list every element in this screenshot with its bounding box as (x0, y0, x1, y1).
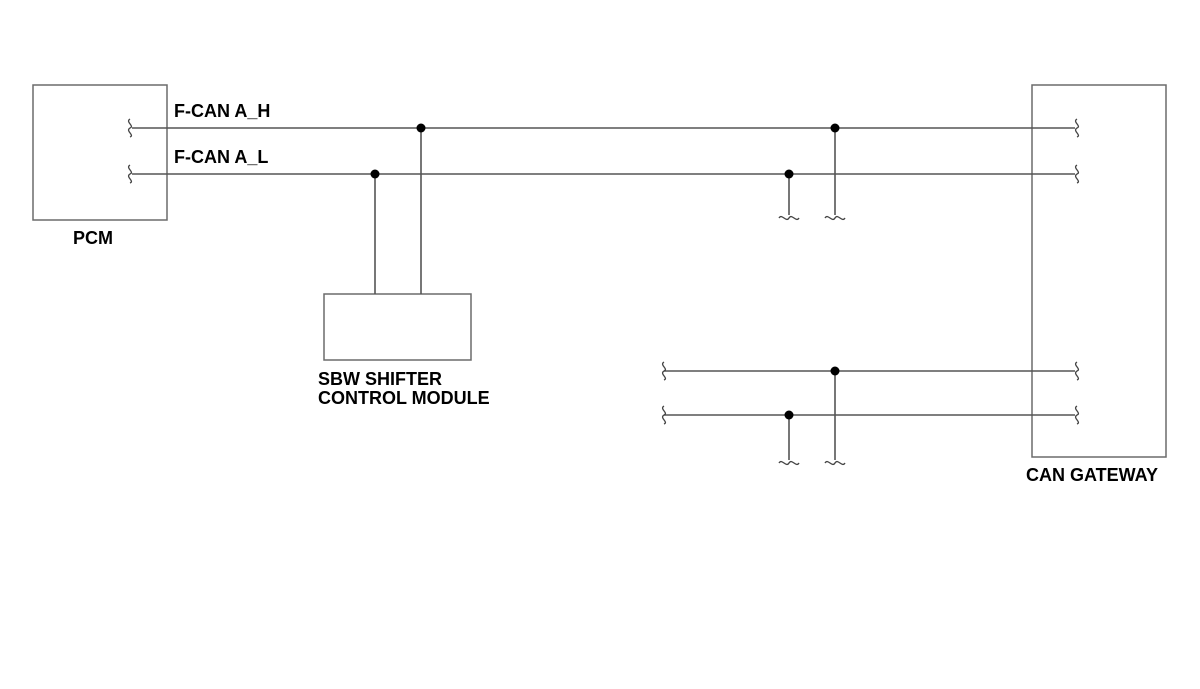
gateway-can-high-connector-icon (1074, 118, 1080, 138)
sbw-module-label-line1: SBW SHIFTER (318, 369, 442, 389)
upper-branch-high-splice-node (830, 123, 840, 133)
upper-branch-low-splice-node (784, 169, 794, 179)
pcm-box (32, 84, 168, 221)
can-high-label: F-CAN A_H (174, 101, 270, 121)
lower-branch-low-connector-icon (778, 460, 800, 466)
upper-branch-high-connector-icon (824, 215, 846, 221)
sbw-high-splice-node (416, 123, 426, 133)
sbw-module-label-line2: CONTROL MODULE (318, 388, 490, 408)
can-gateway-label: CAN GATEWAY (1026, 465, 1158, 485)
lower-branch-high-splice-node (830, 366, 840, 376)
can-low-label: F-CAN A_L (174, 147, 268, 167)
upper-branch-low-connector-icon (778, 215, 800, 221)
lower-bus-high-left-connector-icon (661, 361, 667, 381)
gateway-can-low-connector-icon (1074, 164, 1080, 184)
gateway-lower-low-connector-icon (1074, 405, 1080, 425)
lower-bus-low-left-connector-icon (661, 405, 667, 425)
sbw-shifter-module-box (323, 293, 472, 361)
lower-branch-low-splice-node (784, 410, 794, 420)
lower-branch-high-connector-icon (824, 460, 846, 466)
pcm-label: PCM (73, 228, 113, 248)
pcm-can-low-connector-icon (127, 164, 133, 184)
sbw-low-splice-node (370, 169, 380, 179)
gateway-lower-high-connector-icon (1074, 361, 1080, 381)
can-gateway-box (1031, 84, 1167, 458)
pcm-can-high-connector-icon (127, 118, 133, 138)
